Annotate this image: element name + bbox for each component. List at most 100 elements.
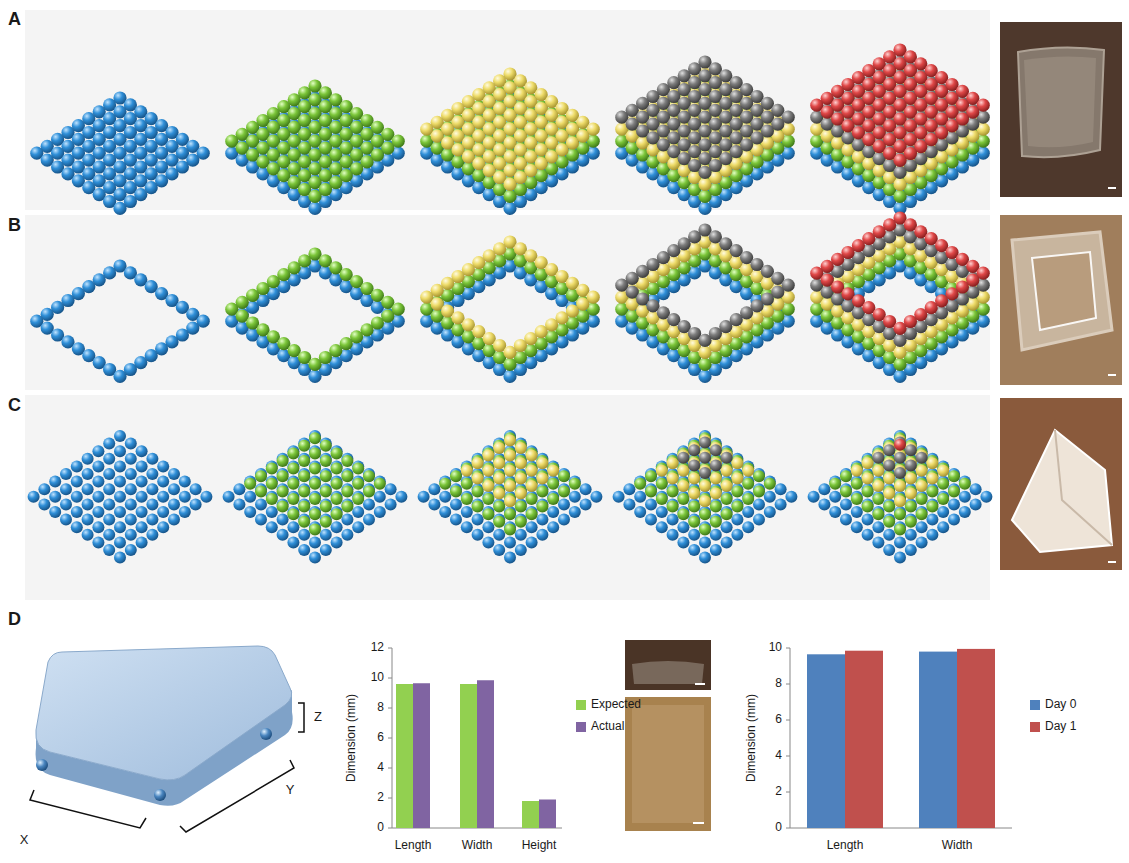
sphere [504,465,516,477]
sphere [785,491,797,503]
sphere [504,523,516,535]
sphere [374,491,386,503]
sphere [450,514,462,526]
sphere [298,470,310,482]
sphere [753,514,765,526]
sphere [590,491,602,503]
sphere [731,514,743,526]
sphere [699,523,711,535]
sphere [503,190,516,203]
sphere [710,472,722,484]
sphere [472,514,484,526]
sphere [439,491,451,503]
sphere [698,358,711,371]
sphere [38,498,50,510]
sphere [49,506,61,518]
sphere [710,444,722,456]
sphere [223,491,235,503]
sphere [472,501,484,513]
sphere [504,552,516,564]
sphere [179,491,191,503]
sphere [450,498,462,510]
sphere [753,498,765,510]
sphere [103,438,115,450]
sphere [374,506,386,518]
sphere [341,529,353,541]
sphere [125,483,137,495]
sphere [526,508,538,520]
sphere [114,491,126,503]
sphere [320,470,332,482]
sphere [698,370,711,383]
sphere [266,506,278,518]
sphere [309,523,321,535]
sphere [721,465,733,477]
sphere [341,485,353,497]
sphere [731,472,743,484]
sphere [320,516,332,528]
sphere [893,178,906,191]
sphere [266,521,278,533]
sphere [656,465,668,477]
sphere [309,552,321,564]
sphere [200,491,212,503]
sphere [710,529,722,541]
sphere [255,485,267,497]
sphere [764,491,776,503]
sphere [667,514,679,526]
sphere [287,447,299,459]
sphere [504,434,516,446]
sphere [92,521,104,533]
sphere [125,514,137,526]
sphere [515,472,527,484]
sphere [395,491,407,503]
sphere [168,514,180,526]
sphere [731,485,743,497]
sphere [558,470,570,482]
sphere [547,521,559,533]
sphere [721,452,733,464]
sphere [742,493,754,505]
sphere [742,506,754,518]
sphere [136,536,148,548]
sphere [287,463,299,475]
sphere [103,468,115,480]
sphere [569,506,581,518]
sphere [60,483,72,495]
sphere [125,498,137,510]
sphere [536,514,548,526]
sphere [244,478,256,490]
sphere [461,506,473,518]
sphere [277,485,289,497]
sphere [82,483,94,495]
sphere [157,476,169,488]
sphere [114,536,126,548]
sphere [71,491,83,503]
sphere [71,521,83,533]
sphere [569,491,581,503]
sphere [515,457,527,469]
sphere [308,370,321,383]
sphere [547,493,559,505]
sphere [309,493,321,505]
sphere [146,514,158,526]
sphere [710,459,722,471]
sphere [287,478,299,490]
sphere [190,498,202,510]
sphere [688,501,700,513]
sphere [28,491,40,503]
sphere [179,476,191,488]
sphere [168,483,180,495]
sphere [114,430,126,442]
sphere [645,514,657,526]
sphere [731,457,743,469]
sphere [82,468,94,480]
sphere [82,498,94,510]
sphere [482,508,494,520]
sphere [699,508,711,520]
sphere [136,460,148,472]
sphere [775,498,787,510]
sphere [38,483,50,495]
sphere [493,544,505,556]
